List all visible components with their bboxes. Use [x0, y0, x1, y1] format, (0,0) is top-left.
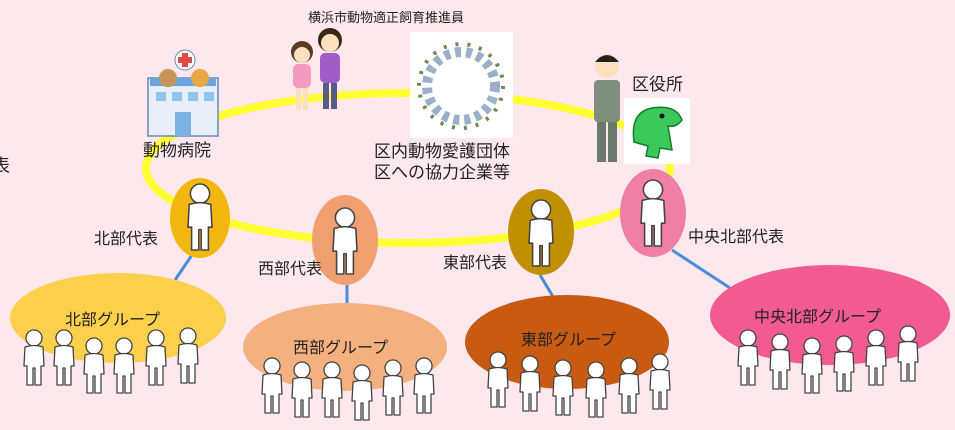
ward-office-label: 区役所	[632, 75, 683, 95]
group-central-north	[710, 265, 950, 394]
network-ring	[142, 89, 674, 247]
group-east	[465, 295, 671, 418]
partners-label-line1: 区内動物愛護団体	[374, 142, 510, 162]
connector-north	[173, 254, 194, 281]
rep-west-label: 西部代表	[258, 259, 322, 278]
volunteer-women-illustration	[291, 28, 342, 110]
group-north-label: 北部グループ	[65, 310, 160, 329]
rep-central-north	[620, 169, 686, 257]
rep-west	[312, 195, 378, 285]
group-west	[243, 303, 447, 421]
group-west-label: 西部グループ	[293, 338, 388, 357]
mascot-illustration	[624, 98, 690, 164]
partners-label-line2: 区への協力企業等	[374, 163, 510, 183]
diagram-title: 横浜市動物適正飼育推進員	[308, 10, 464, 26]
group-east-label: 東部グループ	[521, 330, 616, 349]
rep-north-label: 北部代表	[94, 229, 158, 248]
partners-illustration	[410, 32, 513, 138]
hospital-illustration	[147, 49, 219, 137]
rep-east-label: 東部代表	[443, 253, 507, 272]
hospital-label: 動物病院	[143, 141, 211, 161]
group-central-north-label: 中央北部グループ	[754, 307, 881, 326]
rep-central-north-label: 中央北部代表	[688, 227, 784, 246]
group-north	[10, 273, 226, 394]
ward-official-illustration	[594, 54, 620, 162]
left-edge-text: 表	[0, 156, 10, 177]
rep-north	[170, 178, 230, 258]
rep-east	[508, 189, 574, 275]
connector-central	[671, 248, 731, 290]
